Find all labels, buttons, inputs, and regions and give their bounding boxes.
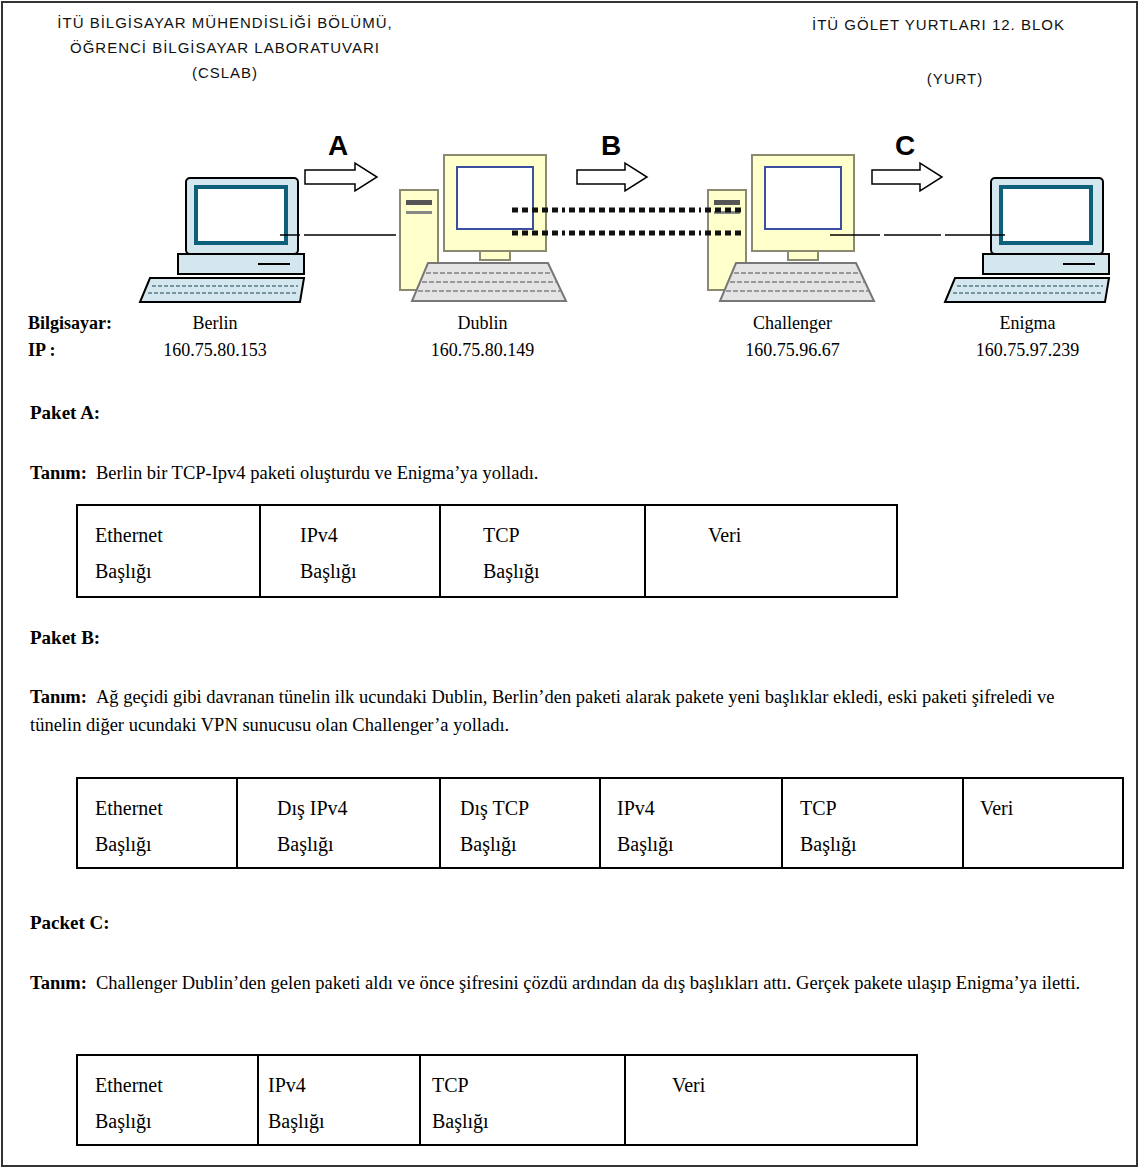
vpn-tunnel-link [569, 210, 701, 233]
header-cell: IPv4 Başlığı [300, 517, 396, 589]
computer-name: Dublin [396, 310, 569, 337]
network-link [884, 234, 941, 236]
computer-node: Dublin160.75.80.149 [396, 150, 569, 364]
row-heading: IP : [28, 337, 148, 364]
computer-node: Challenger160.75.96.67 [701, 150, 884, 364]
header-cell: Ethernet Başlığı [95, 790, 191, 862]
section-heading: Packet C: [30, 910, 330, 936]
header-cell: TCP Başlığı [483, 517, 579, 589]
packet-letter: B [591, 130, 631, 162]
header-cell: Veri [672, 1067, 768, 1103]
packet-letter: A [318, 130, 358, 162]
network-link [304, 234, 396, 236]
header-cell: Dış TCP Başlığı [460, 790, 556, 862]
header-cell: Ethernet Başlığı [95, 517, 191, 589]
definition-text: Challenger Dublin’den gelen paketi aldı … [96, 973, 1080, 993]
ip-address: 160.75.96.67 [701, 337, 884, 364]
ip-address: 160.75.97.239 [941, 337, 1114, 364]
computer-node: Berlin160.75.80.153 [126, 150, 304, 364]
computer-name: Enigma [941, 310, 1114, 337]
header-cell: TCP Başlığı [800, 790, 896, 862]
definition-label: Tanım: [30, 973, 87, 993]
description-line: Tanım: Challenger Dublin’den gelen paketi… [30, 969, 1090, 997]
computer-node: Enigma160.75.97.239 [941, 150, 1114, 364]
definition-text: Ağ geçidi gibi davranan tünelin ilk ucun… [30, 687, 1055, 735]
header-cell: Veri [980, 790, 1076, 826]
definition-label: Tanım: [30, 463, 87, 483]
definition-label: Tanım: [30, 687, 87, 707]
description-line: Tanım:Ağ geçidi gibi davranan tünelin il… [30, 683, 1090, 739]
header-cell: Veri [708, 517, 804, 553]
computer-name: Berlin [126, 310, 304, 337]
header-cell: IPv4 Başlığı [268, 1067, 364, 1139]
section-heading: Paket A: [30, 400, 330, 426]
location-heading: İTÜ BİLGİSAYAR MÜHENDİSLİĞİ BÖLÜMÜ, ÖĞRE… [55, 10, 395, 85]
ip-address: 160.75.80.149 [396, 337, 569, 364]
header-cell: IPv4 Başlığı [617, 790, 713, 862]
header-cell: Dış IPv4 Başlığı [277, 790, 373, 862]
definition-text: Berlin bir TCP-Ipv4 paketi oluşturdu ve … [96, 463, 539, 483]
location-tag: (YURT) [905, 66, 1005, 91]
row-heading: Bilgisayar: [28, 310, 148, 337]
packet-letter: C [885, 130, 925, 162]
ip-address: 160.75.80.153 [126, 337, 304, 364]
section-heading: Paket B: [30, 625, 330, 651]
header-cell: Ethernet Başlığı [95, 1067, 191, 1139]
computer-name: Challenger [701, 310, 884, 337]
description-line: Tanım: Berlin bir TCP-Ipv4 paketi oluştur… [30, 459, 1090, 487]
location-heading: İTÜ GÖLET YURTLARI 12. BLOK [812, 12, 1082, 37]
header-cell: TCP Başlığı [432, 1067, 528, 1139]
